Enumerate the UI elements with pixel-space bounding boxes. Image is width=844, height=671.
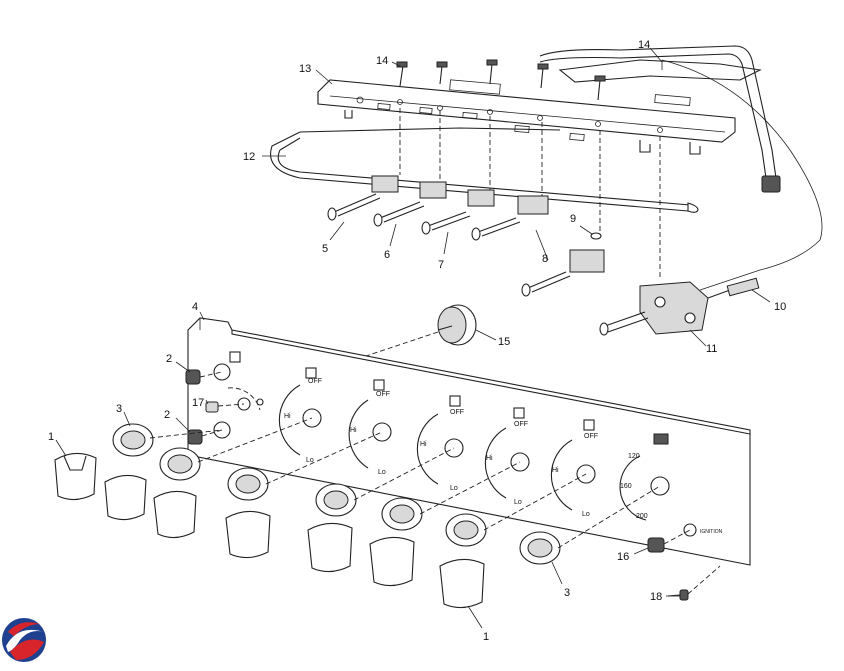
hi-label: Hi [486,455,493,462]
callout-12: 12 [243,151,255,163]
callout-3a: 3 [116,403,122,415]
burner-marking-2: OFF Hi Lo [348,379,392,476]
burner-marking-5: OFF Hi Lo [550,419,598,518]
valve-6 [373,181,447,227]
lo-label: Lo [450,485,458,492]
callout-11: 11 [706,343,717,355]
thermostat-valve-11 [599,277,760,336]
valve-7 [421,189,495,235]
callout-5: 5 [322,243,328,255]
gas-supply-pipe [539,45,781,193]
callout-16: 16 [617,551,629,563]
callout-9: 9 [570,213,576,225]
temp-120-label: 120 [628,453,640,460]
brand-swirl-logo [2,618,46,662]
callout-4: 4 [192,301,198,313]
hi-label: Hi [284,413,291,420]
callout-15: 15 [498,336,510,348]
screw-18 [667,565,721,601]
off-label: OFF [376,391,390,398]
thermostat-dial-15 [299,304,477,379]
callout-7: 7 [438,259,444,271]
callout-18: 18 [650,591,662,603]
knobs-and-bezels [54,417,661,609]
ignition-label: IGNITION [700,529,723,535]
off-label: OFF [308,378,322,385]
small-parts [185,369,721,601]
bell-icon [229,351,241,363]
switch-16 [647,529,691,553]
callout-1b: 1 [483,631,489,643]
temp-200-label: 200 [636,513,648,520]
valve-8b [521,249,605,297]
temp-160-label: 160 [620,483,632,490]
callout-3b: 3 [564,587,570,599]
callout-10: 10 [774,301,786,313]
manifold-assembly [317,59,762,155]
lo-label: Lo [582,511,590,518]
callout-2b: 2 [164,409,170,421]
hi-label: Hi [420,441,427,448]
callout-13: 13 [299,63,311,75]
burner-marking-1: OFF Hi Lo [278,367,322,464]
valve-8a [471,195,549,241]
callouts: 1 1 2 2 3 3 4 5 6 7 8 9 10 11 12 13 14 1… [48,39,786,643]
lo-label: Lo [306,457,314,464]
bezel-3-left [112,423,154,457]
callout-17: 17 [192,397,204,409]
callout-1a: 1 [48,431,54,443]
spark-17 [205,401,245,413]
off-label: OFF [584,433,598,440]
callout-2a: 2 [166,353,172,365]
callout-14a: 14 [376,55,388,67]
bezel-row [159,447,561,565]
callout-6: 6 [384,249,390,261]
front-rail-12 [270,127,699,213]
callout-14b: 14 [638,39,650,51]
off-label: OFF [514,421,528,428]
valve-5 [327,175,399,221]
valves-row [327,175,605,297]
callout-8: 8 [542,253,548,265]
lo-label: Lo [514,499,522,506]
off-label: OFF [450,409,464,416]
switch-2a [185,369,223,385]
thermocouple-wire [661,59,823,291]
ignition-marking: IGNITION [683,523,723,537]
knob-1-left [54,452,97,501]
lo-label: Lo [378,469,386,476]
hi-label: Hi [552,467,559,474]
knob-row [104,474,485,609]
thermostat-marking: 120 160 200 [619,433,670,521]
washer-9 [590,232,602,240]
hi-label: Hi [350,427,357,434]
